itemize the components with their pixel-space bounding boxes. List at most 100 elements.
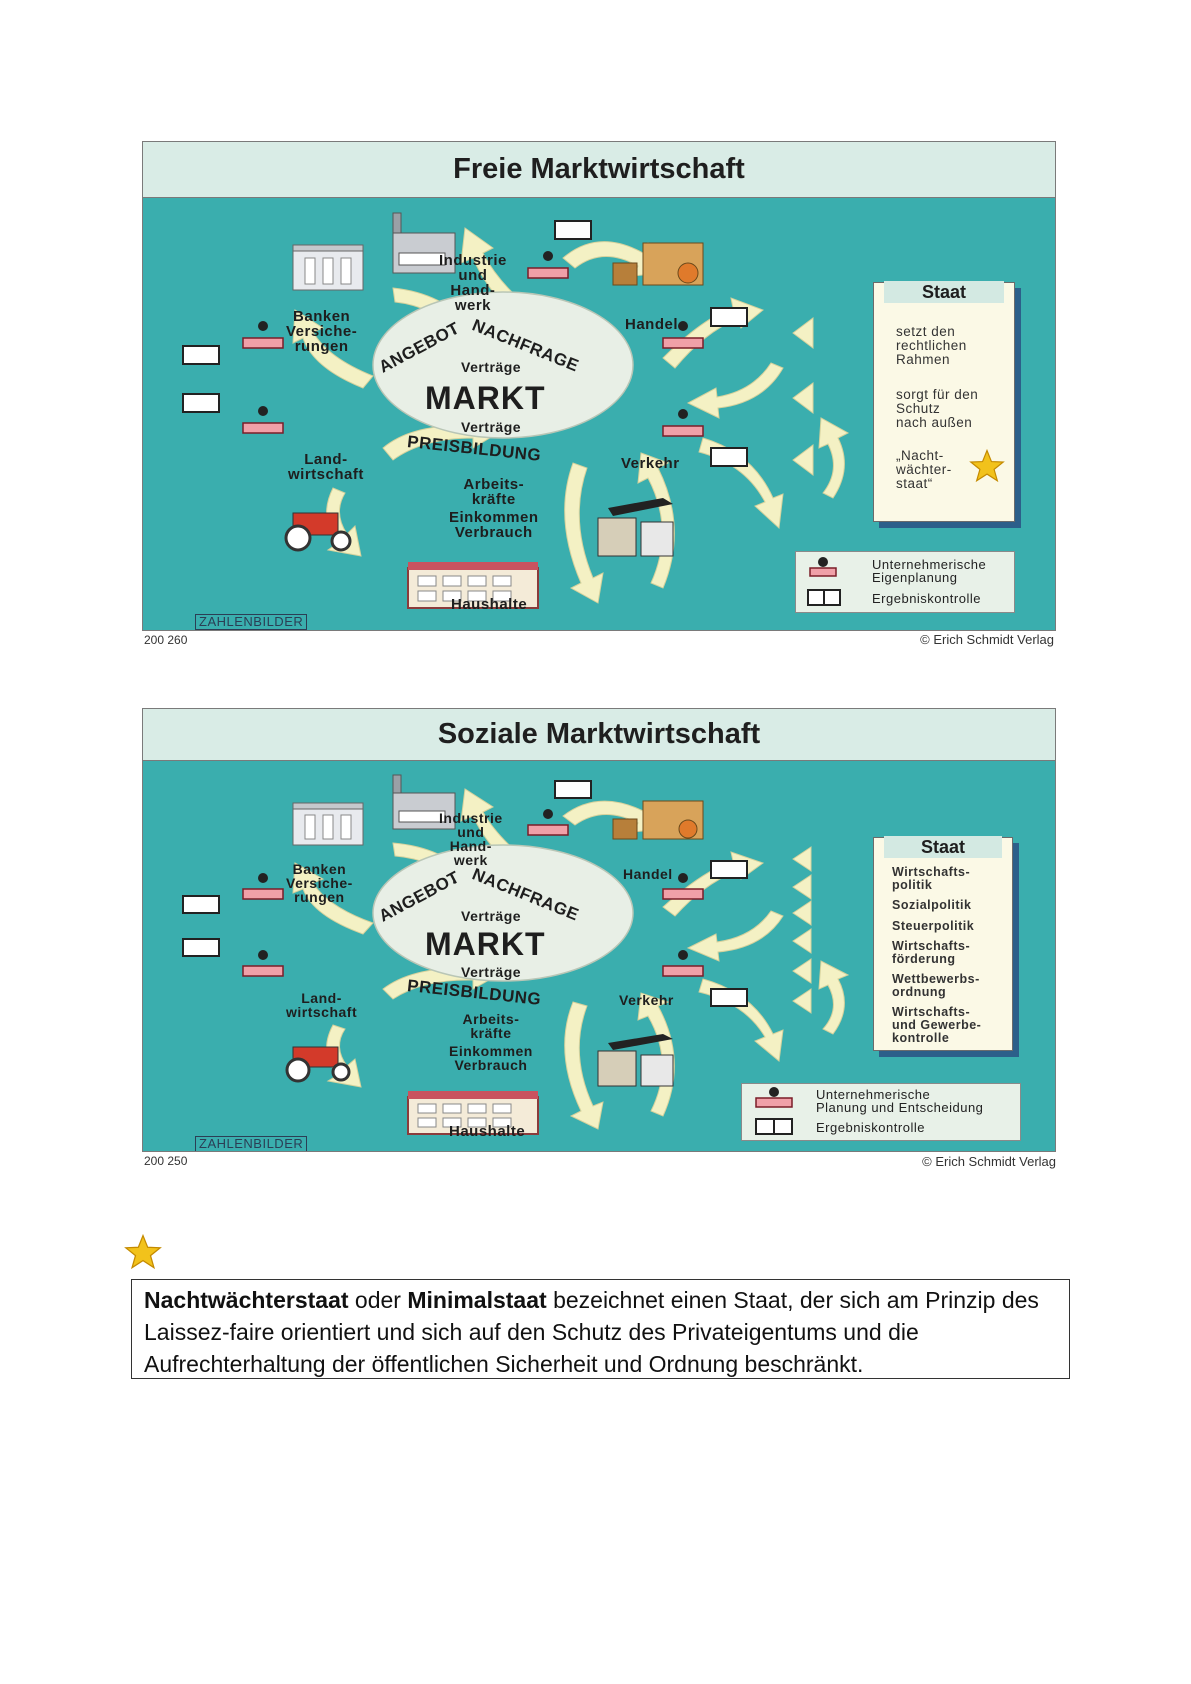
industrie-line: werk bbox=[454, 297, 492, 314]
zahlenbilder-logo: ZAHLENBILDER bbox=[195, 1136, 308, 1151]
star-icon bbox=[124, 1234, 162, 1270]
arrow-haushalte bbox=[564, 1001, 604, 1130]
handel-label: Handel bbox=[625, 316, 679, 333]
copyright: © Erich Schmidt Verlag bbox=[922, 1154, 1056, 1169]
diagram-title: Soziale Marktwirtschaft bbox=[143, 709, 1055, 761]
legend-box: Unternehmerische Planung und Entscheidun… bbox=[741, 1083, 1021, 1141]
landwirtschaft-line: wirtschaft bbox=[286, 1004, 358, 1020]
haushalte-label: Haushalte bbox=[449, 1123, 526, 1140]
staat-item-line: Sozialpolitik bbox=[892, 898, 972, 912]
landwirtschaft-label: Land- wirtschaft bbox=[286, 991, 357, 1019]
haushalte-label: Haushalte bbox=[451, 596, 528, 613]
arrow-verkehr-2 bbox=[818, 960, 850, 1035]
planning-desk-icon bbox=[662, 965, 704, 977]
planning-desk-icon bbox=[242, 422, 284, 434]
arbeit-line: Verbrauch bbox=[454, 524, 533, 541]
staat-item: Wirtschafts- förderung bbox=[892, 940, 970, 966]
factory-icon bbox=[392, 212, 456, 274]
bank-building-icon bbox=[292, 802, 364, 846]
planning-desk-icon bbox=[527, 267, 569, 279]
separator-dot: · bbox=[452, 873, 459, 892]
diagram-soziale-marktwirtschaft: Soziale Marktwirtschaft bbox=[142, 708, 1056, 1170]
legend-line: Eigenplanung bbox=[872, 570, 958, 585]
tractor-icon bbox=[285, 1046, 351, 1083]
star-icon bbox=[969, 449, 1005, 483]
planning-desk-icon bbox=[527, 824, 569, 836]
staat-item: Wettbewerbs- ordnung bbox=[892, 973, 980, 999]
market-oval bbox=[372, 291, 634, 439]
staat-item-line: politik bbox=[892, 878, 933, 892]
bank-building-icon bbox=[292, 244, 364, 291]
staat-item: Wirtschafts- und Gewerbe- kontrolle bbox=[892, 1006, 981, 1045]
markt-label: MARKT bbox=[425, 926, 546, 962]
staat-arrow bbox=[792, 444, 814, 476]
staat-arrow bbox=[792, 988, 812, 1014]
staat-item-line: rechtlichen bbox=[896, 338, 967, 353]
staat-item-line: ordnung bbox=[892, 985, 947, 999]
legend-line: Planung und Entscheidung bbox=[816, 1100, 984, 1115]
planning-desk-icon bbox=[242, 965, 284, 977]
goods-crates-icon bbox=[612, 242, 704, 286]
vertraege-bottom-label: Verträge bbox=[461, 964, 522, 980]
conjunction-text: oder bbox=[348, 1287, 408, 1313]
legend-line: Unternehmerische bbox=[872, 557, 987, 572]
arbeit-line: kräfte bbox=[470, 1025, 512, 1041]
staat-item: Sozialpolitik bbox=[892, 899, 971, 912]
staat-item-line: Wirtschafts- bbox=[892, 939, 971, 953]
legend-planning-text: Unternehmerische Planung und Entscheidun… bbox=[816, 1088, 983, 1114]
legend-box: Unternehmerische Eigenplanung Ergebnisko… bbox=[795, 551, 1015, 613]
staat-item-line: wächter- bbox=[896, 462, 952, 477]
planning-desk-icon bbox=[809, 557, 837, 577]
staat-item-line: sorgt für den bbox=[896, 387, 979, 402]
diagram-title: Freie Marktwirtschaft bbox=[143, 142, 1055, 198]
legend-control-text: Ergebniskontrolle bbox=[816, 1120, 925, 1135]
arrow-banken bbox=[292, 309, 374, 389]
staat-item-line: staat“ bbox=[896, 476, 933, 491]
market-circular-flow-art bbox=[182, 774, 850, 1135]
planning-desk-icon bbox=[242, 337, 284, 349]
staat-item-line: und Gewerbe- bbox=[892, 1018, 982, 1032]
staat-item: sorgt für den Schutz nach außen bbox=[896, 388, 978, 430]
definition-text: bezeichnet einen Staat, der sich am Prin… bbox=[144, 1287, 1039, 1377]
legend-planning-text: Unternehmerische Eigenplanung bbox=[872, 558, 986, 584]
arrow-haushalte-2 bbox=[637, 452, 675, 589]
copyright: © Erich Schmidt Verlag bbox=[920, 632, 1054, 647]
control-book-icon bbox=[554, 220, 592, 240]
staat-title: Staat bbox=[884, 836, 1002, 858]
control-book-icon bbox=[807, 589, 841, 606]
arbeit-line: Einkommen bbox=[449, 509, 539, 526]
control-book-icon bbox=[710, 988, 748, 1007]
arrow-verkehr-2 bbox=[818, 417, 850, 499]
staat-item-line: Wettbewerbs- bbox=[892, 972, 980, 986]
separator-dot: · bbox=[452, 323, 459, 342]
control-book-icon bbox=[182, 345, 220, 365]
staat-item-line: förderung bbox=[892, 952, 956, 966]
industrie-line: Hand- bbox=[449, 838, 492, 854]
industrie-label: Industrie und Hand- werk bbox=[439, 253, 507, 313]
banken-line: rungen bbox=[294, 338, 349, 355]
definition-box: Nachtwächterstaat oder Minimalstaat beze… bbox=[131, 1279, 1070, 1379]
staat-title: Staat bbox=[884, 281, 1004, 303]
industrie-label: Industrie und Hand- werk bbox=[439, 811, 503, 867]
term-nachtwaechterstaat: Nachtwächterstaat bbox=[144, 1287, 349, 1313]
staat-item: setzt den rechtlichen Rahmen bbox=[896, 325, 967, 367]
control-book-icon bbox=[182, 895, 220, 914]
staat-item-line: Wirtschafts- bbox=[892, 1005, 971, 1019]
industrie-line: Industrie bbox=[439, 252, 507, 269]
staat-item-line: „Nacht- bbox=[896, 448, 944, 463]
verkehr-label: Verkehr bbox=[619, 992, 674, 1008]
planning-desk-icon bbox=[662, 425, 704, 437]
staat-arrow bbox=[792, 846, 812, 872]
market-circular-flow-art bbox=[182, 212, 850, 609]
vertraege-top-label: Verträge bbox=[461, 908, 522, 924]
term-minimalstaat: Minimalstaat bbox=[407, 1287, 547, 1313]
staat-item: „Nacht- wächter- staat“ bbox=[896, 449, 952, 491]
industrie-line: werk bbox=[453, 852, 488, 868]
staat-box: Staat setzt den rechtlichen Rahmen sorgt… bbox=[873, 281, 1015, 522]
arbeit-label: Arbeits- kräfte Einkommen Verbrauch bbox=[449, 1012, 533, 1072]
staat-arrow bbox=[792, 382, 814, 414]
control-book-icon bbox=[755, 1118, 793, 1135]
vertraege-bottom-label: Verträge bbox=[461, 419, 522, 435]
figure-code: 200 250 bbox=[144, 1154, 188, 1168]
control-book-icon bbox=[710, 447, 748, 467]
